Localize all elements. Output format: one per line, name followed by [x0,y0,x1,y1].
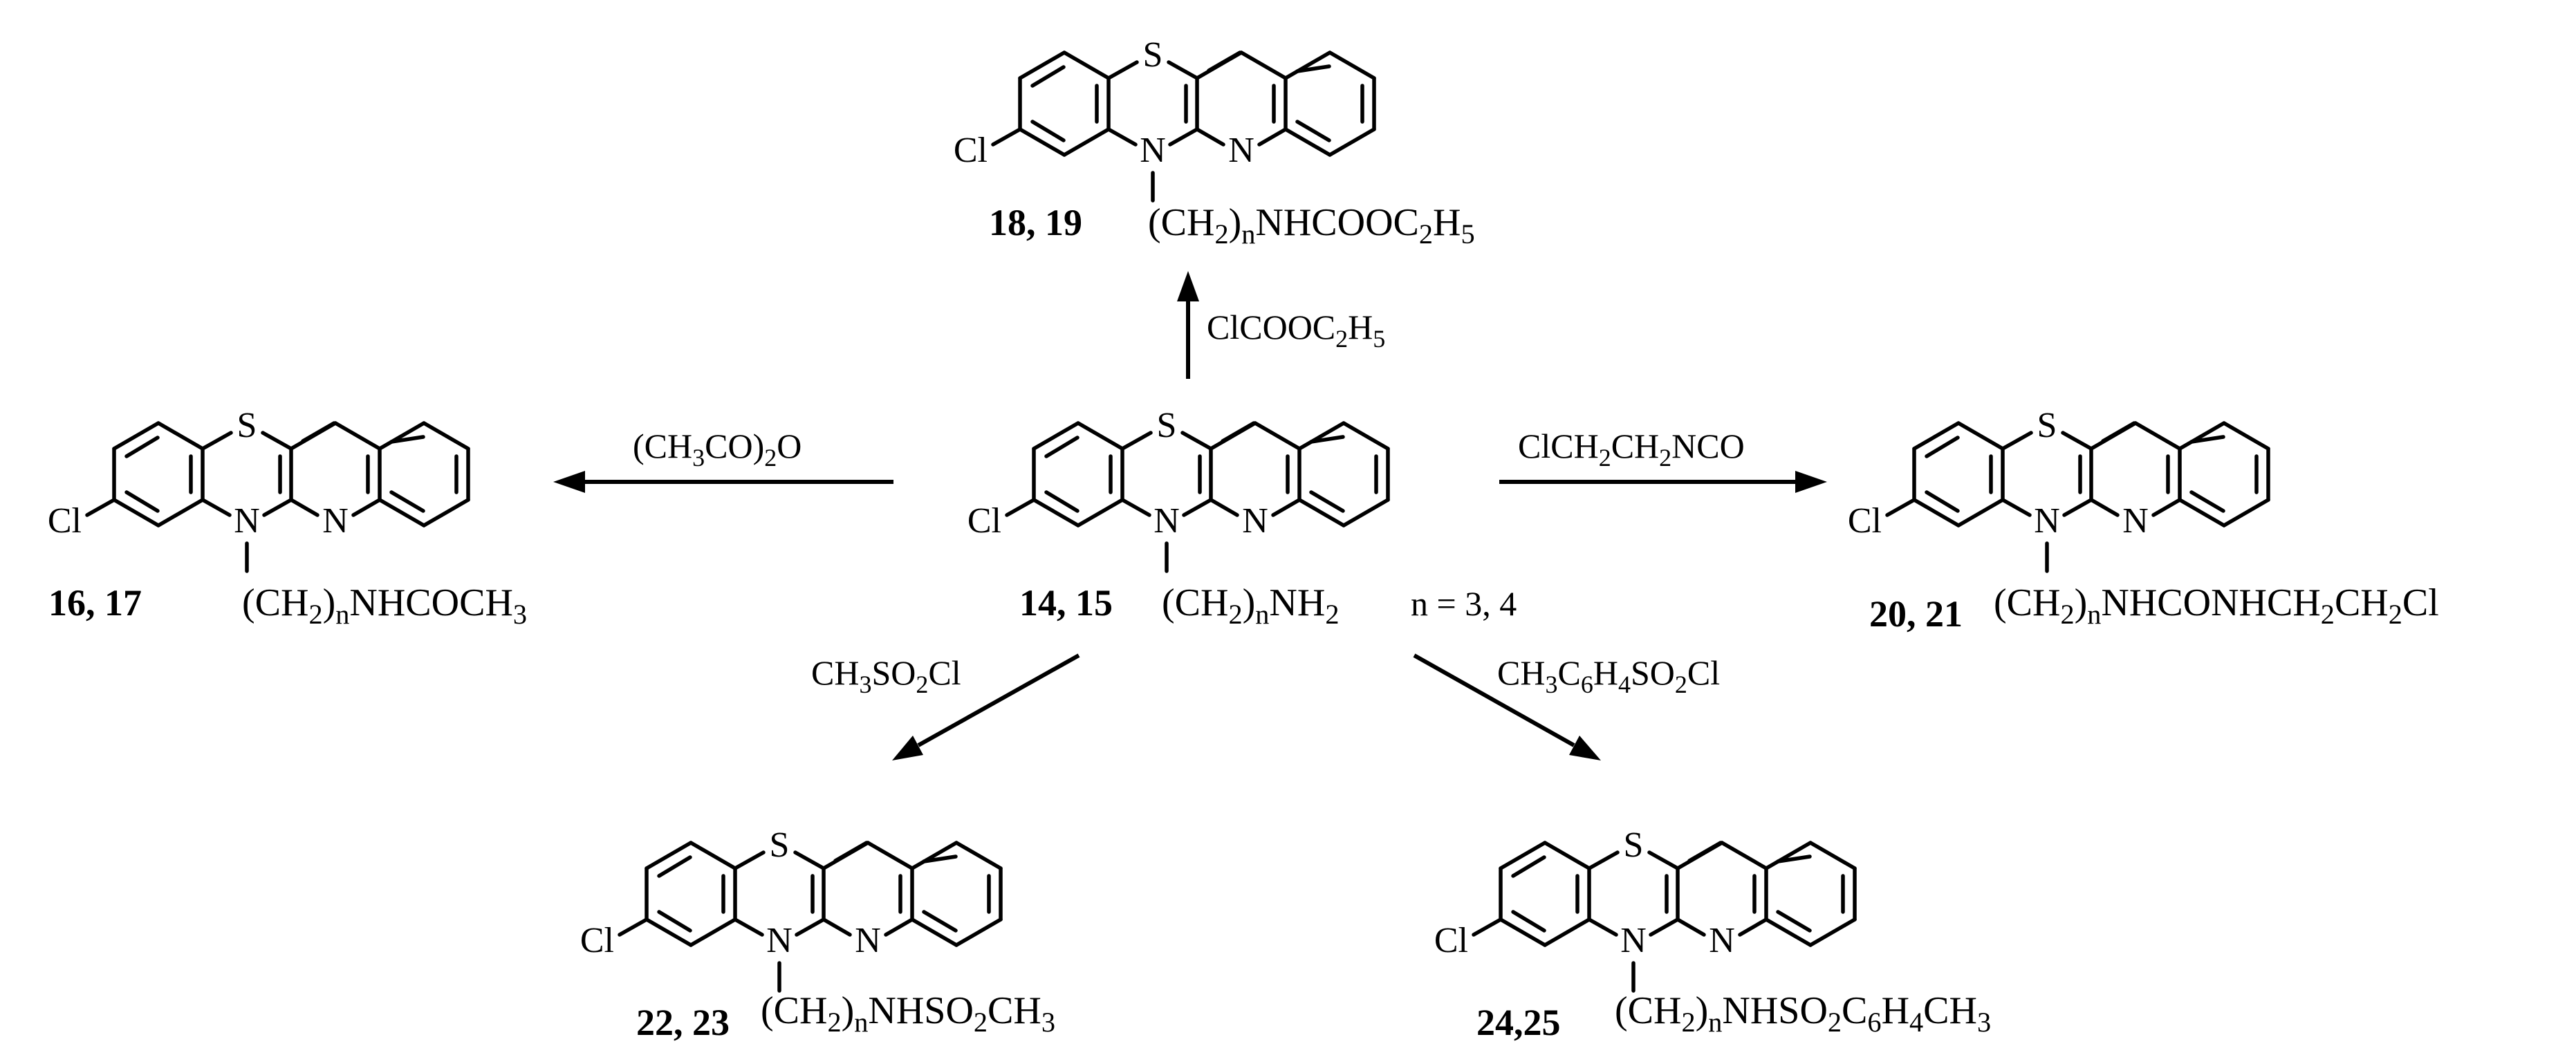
structure-24-25: S N N Cl (CH2)nNHSO2C6H4CH3 24,25 [1434,825,1991,1043]
pyridine-nitrogen-atom: N [1228,131,1254,170]
compound-label: 16, 17 [48,582,142,624]
pyridine-nitrogen-atom: N [322,501,349,541]
ring-nitrogen-atom: N [766,921,793,960]
ring-nitrogen-atom: N [2034,501,2060,541]
side-chain-formula: (CH2)nNHSO2C6H4CH3 [1615,989,1991,1038]
reagent-tosyl-chloride: CH3C6H4SO2Cl [1497,653,1720,698]
sulfur-atom: S [770,825,790,865]
pyridine-nitrogen-atom: N [1709,921,1735,960]
arrow-right [1499,471,1827,493]
sulfur-atom: S [1157,406,1177,445]
structure-18-19: S N N Cl (CH2)nNHCOOC2H5 18, 19 [954,35,1475,250]
arrow-up [1177,271,1199,379]
structure-14-15: S N N Cl (CH2)nNH2 14, 15 n = 3, 4 [967,406,1517,630]
structure-16-17: S N N Cl (CH2)nNHCOCH3 16, 17 [48,406,527,630]
chlorine-atom: Cl [954,131,988,170]
compound-label: 22, 23 [636,1002,730,1043]
chlorine-atom: Cl [967,501,1001,541]
chlorine-atom: Cl [1434,921,1468,960]
side-chain-formula: (CH2)nNHCONHCH2CH2Cl [1994,581,2439,630]
ring-nitrogen-atom: N [1140,131,1166,170]
structure-20-21: S N N Cl (CH2)nNHCONHCH2CH2Cl 20, 21 [1848,406,2439,635]
reagent-acetic-anhydride: (CH3CO)2O [633,427,801,471]
reagent-chloroethyl-isocyanate: ClCH2CH2NCO [1518,427,1745,471]
side-chain-formula: (CH2)nNH2 [1162,581,1339,630]
reagent-ethyl-chloroformate: ClCOOC2H5 [1207,308,1385,353]
pyridine-nitrogen-atom: N [855,921,881,960]
arrow-down-left [892,653,1080,760]
chlorine-atom: Cl [48,501,82,541]
structure-22-23: S N N Cl (CH2)nNHSO2CH3 22, 23 [580,825,1055,1043]
arrow-down-right [1413,653,1601,760]
chlorine-atom: Cl [1848,501,1882,541]
sulfur-atom: S [2037,406,2057,445]
pyridine-nitrogen-atom: N [1242,501,1268,541]
ring-nitrogen-atom: N [1153,501,1180,541]
side-chain-formula: (CH2)nNHCOOC2H5 [1148,201,1475,250]
chlorine-atom: Cl [580,921,614,960]
pyridine-nitrogen-atom: N [2122,501,2149,541]
compound-label: 14, 15 [1019,582,1113,624]
compound-label: 24,25 [1476,1002,1561,1043]
compound-label: 20, 21 [1869,593,1963,635]
arrow-left [553,471,893,493]
compound-label: 18, 19 [989,202,1082,243]
ring-nitrogen-atom: N [1620,921,1647,960]
sulfur-atom: S [1143,35,1163,75]
reagent-mesyl-chloride: CH3SO2Cl [811,653,961,698]
ring-nitrogen-atom: N [234,501,260,541]
side-chain-formula: (CH2)nNHCOCH3 [242,581,527,630]
sulfur-atom: S [1624,825,1644,865]
sulfur-atom: S [237,406,257,445]
side-chain-formula: (CH2)nNHSO2CH3 [761,989,1055,1038]
n-value-note: n = 3, 4 [1411,584,1517,623]
